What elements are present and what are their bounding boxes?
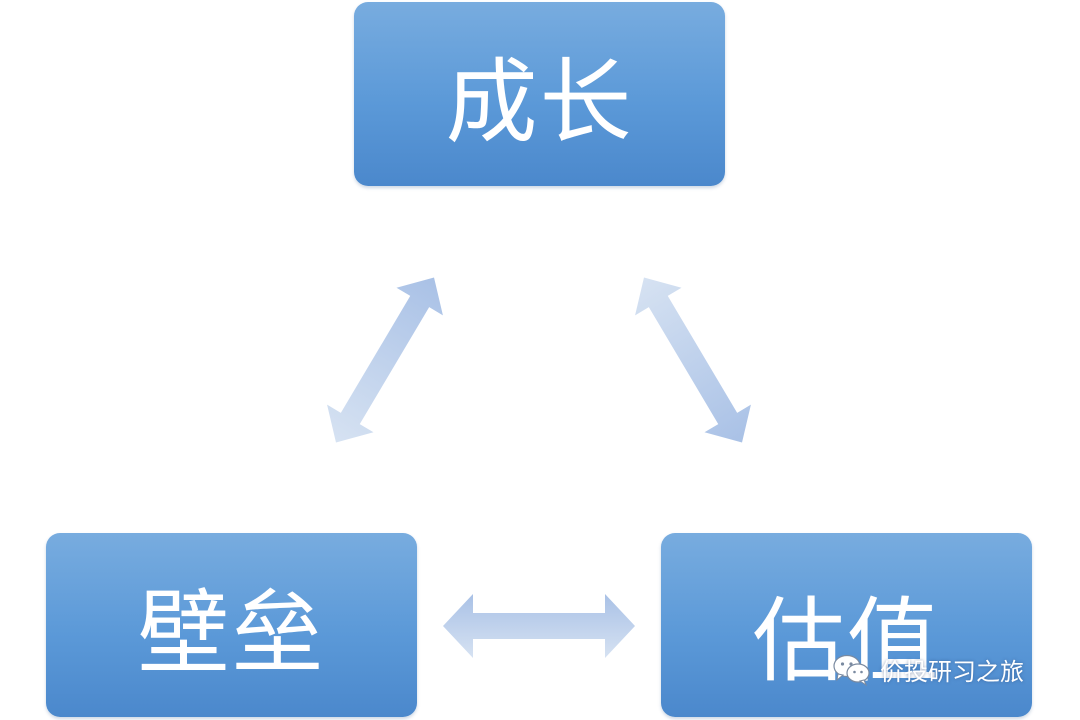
node-valuation-label: 估值 [752,587,941,695]
watermark-text: 价投研习之旅 [880,658,1024,686]
arrow-top-right [635,277,751,443]
watermark: 价投研习之旅 [832,652,1024,687]
node-growth: 成长 [354,2,725,186]
node-growth-label: 成长 [445,48,634,156]
wechat-icon [832,653,872,687]
node-valuation: 估值 [661,533,1032,717]
arrow-top-left [327,277,443,443]
node-moat-label: 壁垒 [137,579,326,687]
arrow-left-right [443,594,635,658]
node-moat: 壁垒 [46,533,417,717]
